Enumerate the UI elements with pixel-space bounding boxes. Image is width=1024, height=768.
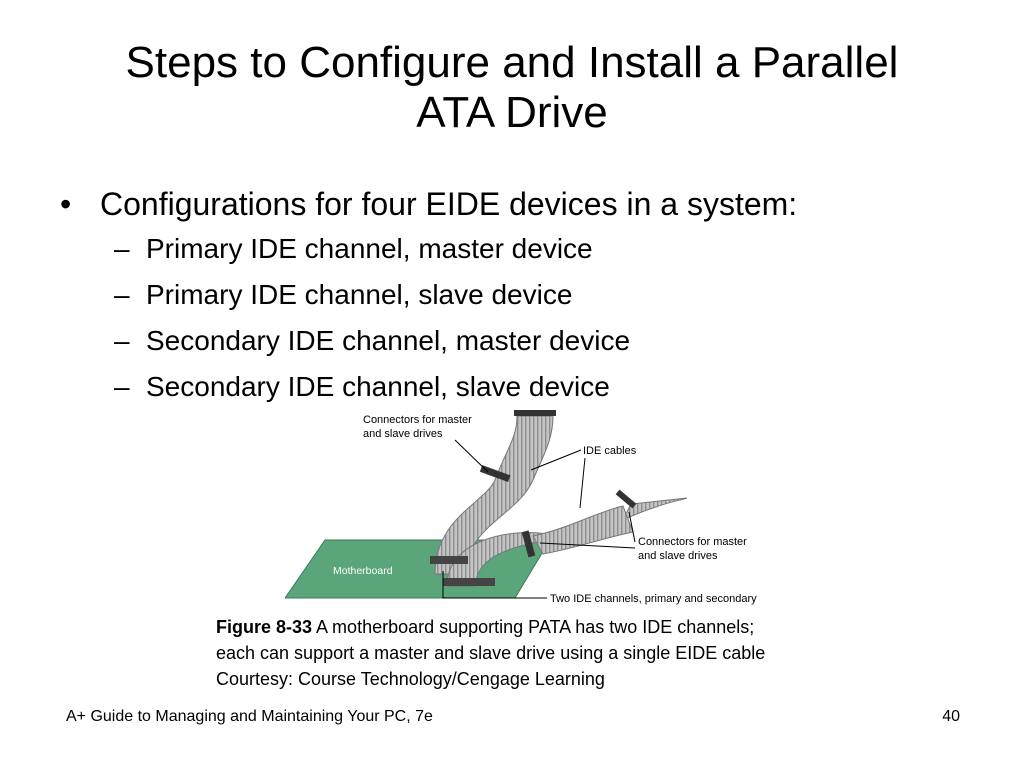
label-two-channels: Two IDE channels, primary and secondary bbox=[550, 593, 757, 605]
bullet-list: • Configurations for four EIDE devices i… bbox=[60, 182, 980, 410]
callout-line-two-channels bbox=[442, 571, 547, 599]
connector-mid-cable2 bbox=[521, 530, 536, 558]
sub-item-secondary-master: – Secondary IDE channel, master device bbox=[114, 318, 980, 364]
bullet-icon: • bbox=[60, 186, 72, 222]
sub-item-text: Primary IDE channel, slave device bbox=[146, 279, 573, 310]
ide-cable-figure: Motherboard Connectors for master and sl… bbox=[285, 410, 757, 605]
label-connectors-right-l1: Connectors for master bbox=[638, 536, 747, 548]
label-connectors-top-l1: Connectors for master bbox=[363, 414, 472, 426]
callout-line-right-connectors-2 bbox=[539, 542, 636, 549]
bullet-main-text: Configurations for four EIDE devices in … bbox=[100, 186, 798, 222]
figure-label: Figure 8-33 bbox=[216, 617, 313, 637]
bullet-main: • Configurations for four EIDE devices i… bbox=[60, 182, 980, 226]
sub-item-text: Secondary IDE channel, master device bbox=[146, 325, 631, 356]
label-connectors-top-l2: and slave drives bbox=[363, 428, 443, 440]
callout-line-ide-cables-2 bbox=[579, 457, 586, 509]
sub-item-secondary-slave: – Secondary IDE channel, slave device bbox=[114, 364, 980, 410]
caption-line-3: Courtesy: Course Technology/Cengage Lear… bbox=[216, 669, 605, 689]
motherboard-connector-primary bbox=[430, 556, 468, 564]
motherboard-label: Motherboard bbox=[333, 565, 393, 577]
caption-line-2: each can support a master and slave driv… bbox=[216, 643, 766, 663]
label-connectors-right-l2: and slave drives bbox=[638, 550, 718, 562]
footer-book-title: A+ Guide to Managing and Maintaining You… bbox=[66, 708, 433, 725]
callout-line-top-connectors bbox=[454, 439, 489, 473]
page-number: 40 bbox=[942, 708, 960, 725]
callout-line-right-connectors-1 bbox=[628, 511, 636, 543]
connector-mid-cable1 bbox=[479, 465, 511, 482]
dash-icon: – bbox=[114, 279, 130, 310]
figure-caption: Figure 8-33 A motherboard supporting PAT… bbox=[216, 614, 936, 692]
label-ide-cables: IDE cables bbox=[583, 445, 637, 457]
connector-top bbox=[514, 410, 556, 416]
title-line-2: ATA Drive bbox=[416, 88, 608, 137]
dash-icon: – bbox=[114, 233, 130, 264]
motherboard-connector-secondary bbox=[443, 578, 495, 586]
sub-item-text: Secondary IDE channel, slave device bbox=[146, 371, 610, 402]
dash-icon: – bbox=[114, 325, 130, 356]
sub-item-primary-master: – Primary IDE channel, master device bbox=[114, 226, 980, 272]
connector-end-cable2 bbox=[615, 489, 637, 509]
sub-item-text: Primary IDE channel, master device bbox=[146, 233, 593, 264]
slide-title: Steps to Configure and Install a Paralle… bbox=[40, 38, 984, 138]
sub-item-primary-slave: – Primary IDE channel, slave device bbox=[114, 272, 980, 318]
title-line-1: Steps to Configure and Install a Paralle… bbox=[125, 38, 899, 87]
callout-line-ide-cables-1 bbox=[530, 449, 582, 471]
caption-line-1: A motherboard supporting PATA has two ID… bbox=[316, 617, 755, 637]
dash-icon: – bbox=[114, 371, 130, 402]
